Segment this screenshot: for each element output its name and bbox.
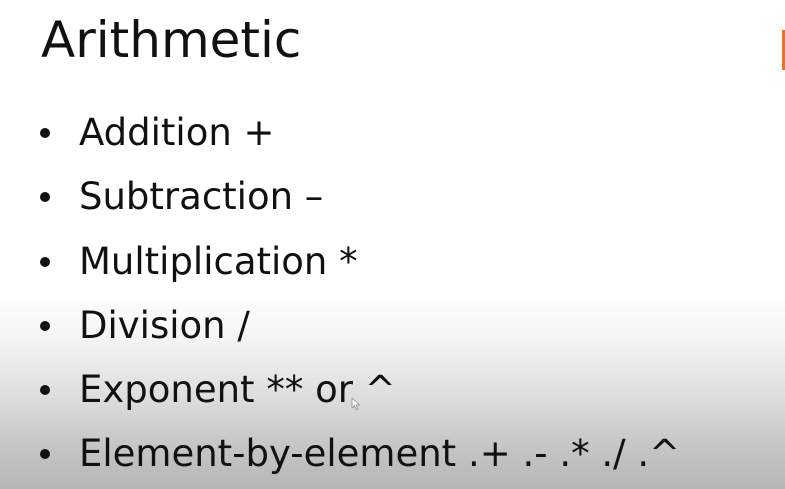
bullet-dot-icon (40, 192, 50, 202)
bullet-text: Division / (79, 304, 250, 347)
bullet-dot-icon (40, 449, 50, 459)
bullet-text: Subtraction – (79, 175, 324, 218)
bullet-dot-icon (40, 128, 50, 138)
bullet-dot-icon (40, 385, 50, 395)
bullet-text: Multiplication * (79, 240, 358, 283)
bullet-dot-icon (40, 257, 50, 267)
mouse-pointer-icon (351, 397, 360, 410)
slide-accent-tab (782, 30, 785, 70)
bullet-text: Element-by-element .+ .- .* ./ .^ (79, 432, 681, 475)
slide-title: Arithmetic (41, 11, 302, 69)
bullet-dot-icon (40, 321, 50, 331)
bullet-text: Addition + (79, 111, 275, 154)
bullet-text: Exponent ** or ^ (79, 368, 396, 411)
